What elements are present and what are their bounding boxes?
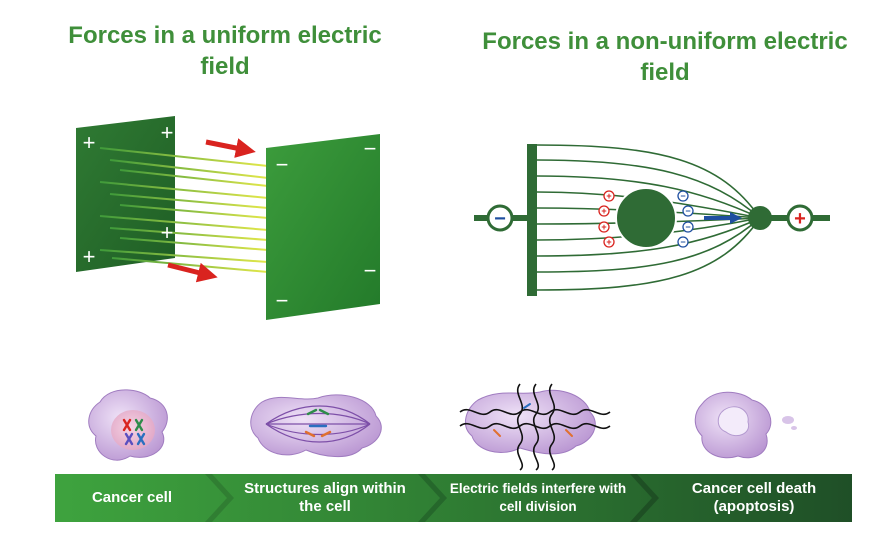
nucleus xyxy=(111,410,155,450)
charge-minus: − xyxy=(680,191,685,201)
force-arrow-lower xyxy=(167,262,218,283)
step-cancer-cell: Cancer cell xyxy=(91,489,173,506)
plate-sign-plus: + xyxy=(83,244,96,269)
charge-plus: + xyxy=(601,206,606,216)
force-arrow-upper xyxy=(205,138,256,158)
charge-plus: + xyxy=(606,237,611,247)
plate-sign-plus: + xyxy=(161,220,174,245)
negative-terminal xyxy=(486,204,514,232)
step-cell-death: Cancer cell death (apoptosis) xyxy=(691,480,817,515)
induced-positive-charges: + + + + xyxy=(598,190,615,248)
positive-terminal-sign: + xyxy=(794,208,806,230)
plate-sign-plus: + xyxy=(161,120,174,145)
charge-plus: + xyxy=(601,222,606,232)
charge-plus: + xyxy=(606,191,611,201)
positive-plate xyxy=(76,116,175,272)
negative-terminal-sign: − xyxy=(494,208,506,230)
plate-sign-minus: − xyxy=(276,152,289,177)
induced-negative-charges: − − − − xyxy=(677,190,694,248)
charge-minus: − xyxy=(685,206,690,216)
step-structures-align: Structures align within the cell xyxy=(244,480,406,515)
point-electrode xyxy=(748,206,772,230)
plate-sign-minus: − xyxy=(276,288,289,313)
apoptotic-body xyxy=(782,416,794,424)
apoptotic-body xyxy=(791,426,797,430)
charge-minus: − xyxy=(685,222,690,232)
step-chevron xyxy=(630,474,659,522)
non-uniform-field-title: Forces in a non-uniform electric field xyxy=(482,28,848,86)
process-banner xyxy=(55,474,852,522)
plate-sign-minus: − xyxy=(364,136,377,161)
fragment xyxy=(717,406,750,437)
charge-minus: − xyxy=(680,237,685,247)
plate-sign-plus: + xyxy=(83,130,96,155)
disrupted-chromosomes xyxy=(493,403,573,437)
step-fields-interfere: Electric fields interfere with cell divi… xyxy=(449,481,627,514)
chromosomes xyxy=(122,418,146,446)
flat-electrode xyxy=(527,144,537,296)
spindle-fibers xyxy=(265,405,371,443)
aligned-cell-illustration xyxy=(250,394,382,458)
movement-arrowhead xyxy=(730,212,742,224)
plate-sign-minus: − xyxy=(364,258,377,283)
apoptosis-illustration xyxy=(694,391,797,459)
uniform-field-lines xyxy=(99,147,269,273)
step-chevron xyxy=(205,474,234,522)
negative-plate xyxy=(266,134,380,320)
uniform-field-title: Forces in a uniform electric field xyxy=(68,22,382,80)
positive-terminal xyxy=(786,204,814,232)
dielectric-particle xyxy=(615,187,677,249)
uniform-field-diagram: + + + + − − − − xyxy=(76,116,380,320)
field-waves xyxy=(459,383,611,471)
cancer-cell-illustration xyxy=(88,389,168,461)
non-uniform-field-diagram: − + + + + + − − − − xyxy=(474,144,830,296)
interference-illustration xyxy=(459,383,611,471)
step-chevron xyxy=(418,474,447,522)
chromosome-pairs xyxy=(304,408,332,438)
